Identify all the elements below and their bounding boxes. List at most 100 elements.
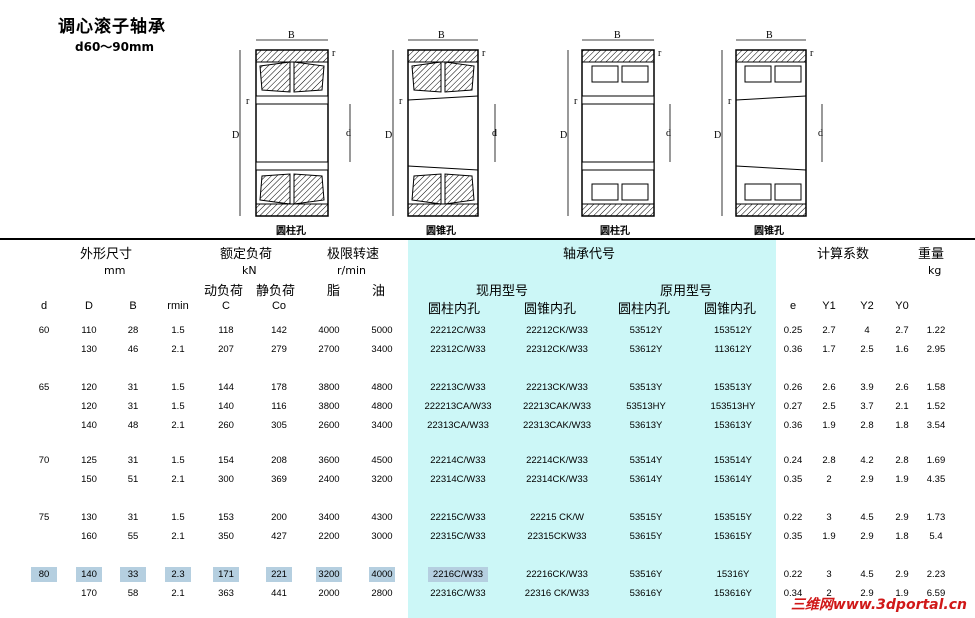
table-cell: 22316 CK/W33 <box>524 588 590 599</box>
table-cell: 154 <box>218 455 234 466</box>
table-cell: 31 <box>127 455 139 466</box>
table-cell: 110 <box>81 325 97 336</box>
table-cell: 153614Y <box>713 474 753 485</box>
svg-text:r: r <box>810 48 814 59</box>
table-cell: 53515Y <box>629 512 663 523</box>
table-cell: 53613Y <box>629 420 663 431</box>
table-cell: 2.7 <box>822 325 836 336</box>
column-header: Y1 <box>822 300 836 312</box>
table-cell: 1.73 <box>926 512 946 523</box>
table-cell: 0.34 <box>783 588 803 599</box>
row-highlight <box>120 567 146 582</box>
table-cell: 22314C/W33 <box>430 474 486 485</box>
table-cell: 3400 <box>318 512 340 523</box>
table-cell: 153514Y <box>713 455 753 466</box>
table-cell: 75 <box>38 512 50 523</box>
svg-text:r: r <box>658 48 662 59</box>
table-cell: 140 <box>81 420 97 431</box>
table-cell: 4.35 <box>926 474 946 485</box>
table-cell: 48 <box>127 420 139 431</box>
table-cell: 4.5 <box>860 512 874 523</box>
table-cell: 2.9 <box>860 531 874 542</box>
table-cell: 153512Y <box>713 325 753 336</box>
row-highlight <box>165 567 191 582</box>
svg-text:r: r <box>574 96 578 107</box>
column-header: Co <box>271 300 287 312</box>
table-cell: 53615Y <box>629 531 663 542</box>
bearing-drawing-1 <box>255 49 329 217</box>
column-header: rmin <box>167 300 189 312</box>
table-cell: 22212CK/W33 <box>526 325 588 336</box>
table-cell: 1.9 <box>822 420 836 431</box>
header-outline: 外形尺寸 <box>80 247 133 262</box>
table-cell: 2800 <box>371 588 393 599</box>
table-cell: 2.1 <box>895 401 909 412</box>
table-cell: 1.9 <box>895 474 909 485</box>
table-cell: 2.1 <box>171 531 185 542</box>
table-cell: 3.54 <box>926 420 946 431</box>
table-cell: 31 <box>127 382 139 393</box>
table-cell: 118 <box>218 325 234 336</box>
table-cell: 28 <box>127 325 139 336</box>
table-cell: 153513Y <box>713 382 753 393</box>
table-cell: 3200 <box>318 569 340 580</box>
table-cell: 22214CK/W33 <box>526 455 588 466</box>
table-cell: 2.6 <box>822 382 836 393</box>
table-cell: 350 <box>218 531 234 542</box>
table-cell: 1.58 <box>926 382 946 393</box>
table-cell: 1.69 <box>926 455 946 466</box>
row-highlight <box>213 567 239 582</box>
header-original: 原用型号 <box>660 284 713 299</box>
table-cell: 53616Y <box>629 588 663 599</box>
table-cell: 4.2 <box>860 455 874 466</box>
table-cell: 3400 <box>371 420 393 431</box>
table-cell: 53514Y <box>629 455 663 466</box>
table-cell: 53612Y <box>629 344 663 355</box>
code-column-background <box>408 240 776 618</box>
page-subtitle: d60～90mm <box>75 40 154 54</box>
header-speed-unit: r/min <box>337 264 366 277</box>
table-top-rule <box>0 238 975 240</box>
caption-taper-2: 圆锥孔 <box>754 226 784 237</box>
header-oil: 油 <box>372 284 386 299</box>
bearing-drawing-4 <box>735 49 807 217</box>
table-cell: 300 <box>218 474 234 485</box>
table-cell: 2.1 <box>171 588 185 599</box>
table-cell: 170 <box>81 588 97 599</box>
table-cell: 0.25 <box>783 325 803 336</box>
table-cell: 53513HY <box>626 401 666 412</box>
table-cell: 2.1 <box>171 420 185 431</box>
table-cell: 3.7 <box>860 401 874 412</box>
table-cell: 2200 <box>318 531 340 542</box>
table-cell: 4000 <box>318 325 340 336</box>
header-current: 现用型号 <box>476 284 529 299</box>
table-cell: 200 <box>271 512 287 523</box>
table-cell: 4800 <box>371 382 393 393</box>
table-cell: 22312CK/W33 <box>526 344 588 355</box>
table-cell: 22313CA/W33 <box>427 420 489 431</box>
table-cell: 2.5 <box>860 344 874 355</box>
header-load-unit: kN <box>242 264 257 277</box>
table-cell: 260 <box>218 420 234 431</box>
svg-text:r: r <box>728 96 732 107</box>
table-cell: 22214C/W33 <box>430 455 486 466</box>
svg-text:r: r <box>482 48 486 59</box>
table-cell: 53512Y <box>629 325 663 336</box>
svg-text:d: d <box>666 128 671 139</box>
table-cell: 2.5 <box>822 401 836 412</box>
caption-cyl-1: 圆柱孔 <box>276 226 306 237</box>
table-cell: 4500 <box>371 455 393 466</box>
table-cell: 0.36 <box>783 344 803 355</box>
table-cell: 153615Y <box>713 531 753 542</box>
table-cell: 4 <box>864 325 870 336</box>
table-cell: 1.7 <box>822 344 836 355</box>
table-cell: 2.1 <box>171 474 185 485</box>
table-cell: 2400 <box>318 474 340 485</box>
table-cell: 120 <box>81 382 97 393</box>
column-header: C <box>222 300 230 312</box>
table-cell: 22215C/W33 <box>430 512 486 523</box>
table-cell: 140 <box>218 401 234 412</box>
svg-text:B: B <box>766 30 773 41</box>
table-cell: 1.5 <box>171 382 185 393</box>
svg-text:r: r <box>399 96 403 107</box>
